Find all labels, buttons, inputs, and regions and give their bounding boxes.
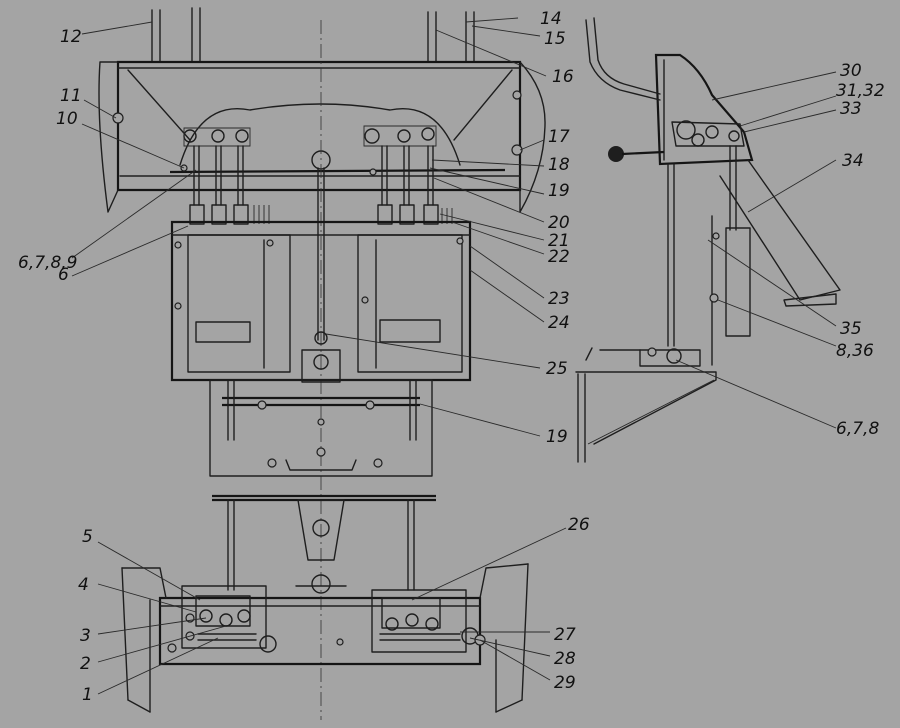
cross-shaft (169, 168, 506, 174)
label-11: 11 (60, 86, 82, 106)
label-24: 24 (548, 313, 570, 333)
base-foot (575, 371, 717, 445)
label-34: 34 (842, 151, 864, 171)
part-labels: 1 2 3 4 5 6 6,7,8,9 6,7,8 10 11 12 14 15… (18, 9, 885, 705)
block-right (357, 234, 463, 373)
label-17: 17 (548, 127, 570, 147)
pivot-plate (671, 121, 745, 147)
side-housing (654, 53, 754, 166)
label-15: 15 (544, 29, 566, 49)
label-2: 2 (80, 654, 91, 674)
label-23: 23 (548, 289, 570, 309)
label-4: 4 (78, 575, 89, 595)
block-left (187, 234, 291, 373)
label-5: 5 (82, 527, 93, 547)
chute-34 (719, 159, 841, 301)
label-27: 27 (554, 625, 576, 645)
bolt-16 (512, 90, 522, 100)
upper-frame (98, 7, 546, 213)
label-28: 28 (554, 649, 576, 669)
label-10: 10 (56, 109, 78, 129)
label-6: 6 (58, 265, 69, 285)
label-3: 3 (80, 626, 91, 646)
label-12: 12 (60, 27, 82, 47)
label-18: 18 (548, 155, 570, 175)
rod-15-right (465, 11, 475, 63)
label-22: 22 (548, 247, 570, 267)
rod-15-left (427, 11, 437, 63)
lower-assembly (121, 494, 529, 713)
label-30: 30 (840, 61, 862, 81)
bolt-11 (112, 112, 124, 124)
label-33: 33 (840, 99, 862, 119)
side-view (575, 17, 841, 463)
label-26: 26 (568, 515, 590, 535)
bar-19 (222, 396, 420, 407)
label-678: 6,7,8 (836, 419, 879, 439)
label-14: 14 (540, 9, 562, 29)
lever-14 (585, 19, 661, 101)
label-31-32: 31,32 (836, 81, 885, 101)
inner-housing (179, 103, 461, 166)
label-8-36: 8,36 (836, 341, 874, 361)
actuator (725, 227, 751, 337)
label-6789: 6,7,8,9 (18, 253, 77, 273)
pendant (297, 499, 345, 561)
label-19-bottom: 19 (546, 427, 568, 447)
mechanism-left (181, 585, 267, 649)
bolt-17 (511, 144, 523, 156)
rod-12-right (191, 7, 201, 63)
centre-rod (317, 167, 325, 341)
rod-35 (667, 163, 675, 347)
clamp-25 (301, 349, 341, 383)
mount-plate (209, 379, 433, 477)
label-29: 29 (554, 673, 576, 693)
plate-outline (209, 379, 433, 477)
label-21: 21 (548, 231, 570, 251)
leader-lines (71, 17, 837, 695)
base-frame (158, 596, 482, 666)
label-35: 35 (840, 319, 862, 339)
label-19-top: 19 (548, 181, 570, 201)
rod-12-left (151, 9, 161, 63)
label-25: 25 (546, 359, 568, 379)
label-20: 20 (548, 213, 570, 233)
label-16: 16 (552, 67, 574, 87)
side-panel-right (519, 61, 546, 213)
linkage-left (180, 127, 270, 225)
linkage-right (363, 125, 453, 225)
label-1: 1 (82, 685, 93, 705)
housing-outline (170, 220, 472, 382)
side-panel-left (98, 61, 119, 213)
housing-blocks (170, 220, 472, 383)
mechanism-right (371, 589, 467, 653)
knob (608, 146, 624, 162)
